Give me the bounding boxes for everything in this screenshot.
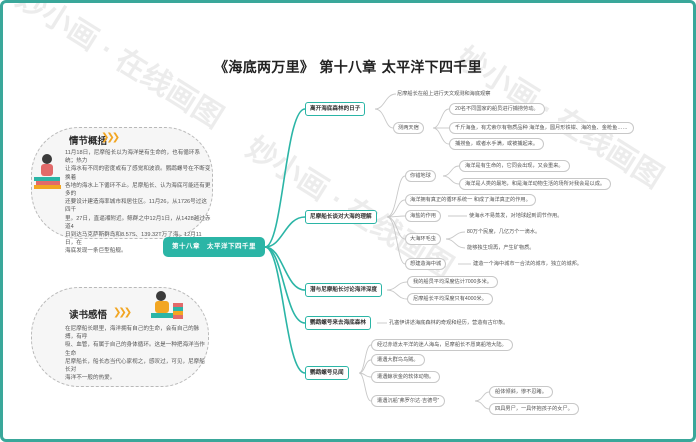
node-salt[interactable]: 海盐的作用 xyxy=(405,210,441,222)
page-title: 《海底两万里》 第十八章 太平洋下四千里 xyxy=(214,60,482,76)
plot-summary-heading: 情节概括 xyxy=(69,136,108,147)
leaf-islands[interactable]: 经过赤道太平洋的迷人海岛，尼摩船长不愿离船地大陆。 xyxy=(371,339,513,351)
branch-forest-trip[interactable]: 鹦鹉螺号来去海底森林 xyxy=(305,316,371,330)
node-sea-city[interactable]: 想建造海中城 xyxy=(405,258,447,270)
leaf-fish-catch[interactable]: 捕捞鱼，或者水手满，或被捕起来。 xyxy=(449,138,545,150)
leaf-depth-7000[interactable]: 我的船员平均深度估计7000多米。 xyxy=(407,276,498,288)
node-shipwreck[interactable]: 遭遇沉船“弗罗尔达·吉德号” xyxy=(371,395,446,407)
node-fishing[interactable]: 测两天宿 xyxy=(393,122,424,134)
leaf-minerals[interactable]: 能够独生现再，产生矿物质。 xyxy=(467,245,535,251)
leaf-conseil[interactable]: 孔塞伊讲述海底森林的奇观和经历，营造有古印象。 xyxy=(389,320,509,326)
leaf-depth-4000[interactable]: 尼摩船长平均深度只有4000米。 xyxy=(407,293,493,305)
plot-summary-panel xyxy=(31,127,213,239)
leaf-squid[interactable]: 遭遇大群鸟鸟贼。 xyxy=(371,354,425,366)
plot-summary-text: 11月18日，尼摩船长以为海洋是有生命的，也有循环系统；热力 让海水有不同的密度… xyxy=(65,150,211,255)
reader-with-books-icon xyxy=(151,291,183,319)
leaf-mollusc[interactable]: 遭遇鲸状金的软体动物。 xyxy=(371,371,441,383)
leaf-salt-effect[interactable]: 使海水不易蒸发，对地球起到调节作用。 xyxy=(469,213,563,219)
node-earth[interactable]: 你错地球 xyxy=(405,170,436,182)
leaf-ocean-alive[interactable]: 海洋是有生命的，它同会出现，又会重来。 xyxy=(459,160,570,172)
leaf-crew[interactable]: 20名不同国家的船员进行捕捞劳动。 xyxy=(449,103,545,115)
leaf-fish-species[interactable]: 千斤海鱼，有尤索尔有物质品种 海洋鱼，圆月形铁钳、海的鱼、金枪鱼…… xyxy=(449,122,634,134)
chevron-right-icon: ❯❯❯ xyxy=(101,132,120,143)
leaf-sea-city[interactable]: 建造一个海中城市一合法的城市，独立的城邦。 xyxy=(473,261,582,267)
leaf-ship-tilt[interactable]: 船体倾斜，惨不忍睹。 xyxy=(489,386,553,398)
branch-leave-forest[interactable]: 离开海底森林的日子 xyxy=(305,102,366,116)
leaf-ocean-home[interactable]: 海洋是人类的最地，和是海洋动物生活的场所对我会是以成。 xyxy=(459,178,612,190)
leaf-worm-count[interactable]: 80万个民度，几亿万个一滴水。 xyxy=(467,229,541,235)
branch-ocean-understanding[interactable]: 尼摩船长谈对大海的理解 xyxy=(305,210,377,224)
leaf-astronomy[interactable]: 尼摩船长在船上进行天文观测和海底观察 xyxy=(397,91,491,97)
reflection-heading: 读书感悟 xyxy=(69,310,108,321)
chevron-right-icon: ❯❯❯ xyxy=(113,307,132,318)
reflection-text: 在尼摩船长眼里，海洋拥有自己的生命，会有自己的脉搏，有呼 吸、血管，有属于自己的… xyxy=(65,326,205,382)
branch-depth-discussion[interactable]: 潜与尼摩船长讨论海洋深度 xyxy=(305,283,383,297)
branch-nautilus-sights[interactable]: 鹦鹉螺号见闻 xyxy=(305,366,349,380)
mindmap-connectors xyxy=(264,93,490,410)
reading-person-icon xyxy=(34,154,61,189)
node-worms[interactable]: 大海环毛虫 xyxy=(405,233,441,245)
leaf-bodies[interactable]: 四具男尸，一具怀抱孩子的女尸。 xyxy=(489,403,579,415)
node-circulation[interactable]: 海洋拥有真正的循环系统一 和成了海洋真正的作用。 xyxy=(405,194,536,206)
central-topic[interactable]: 第十八章 太平洋下四千里 xyxy=(163,237,265,257)
